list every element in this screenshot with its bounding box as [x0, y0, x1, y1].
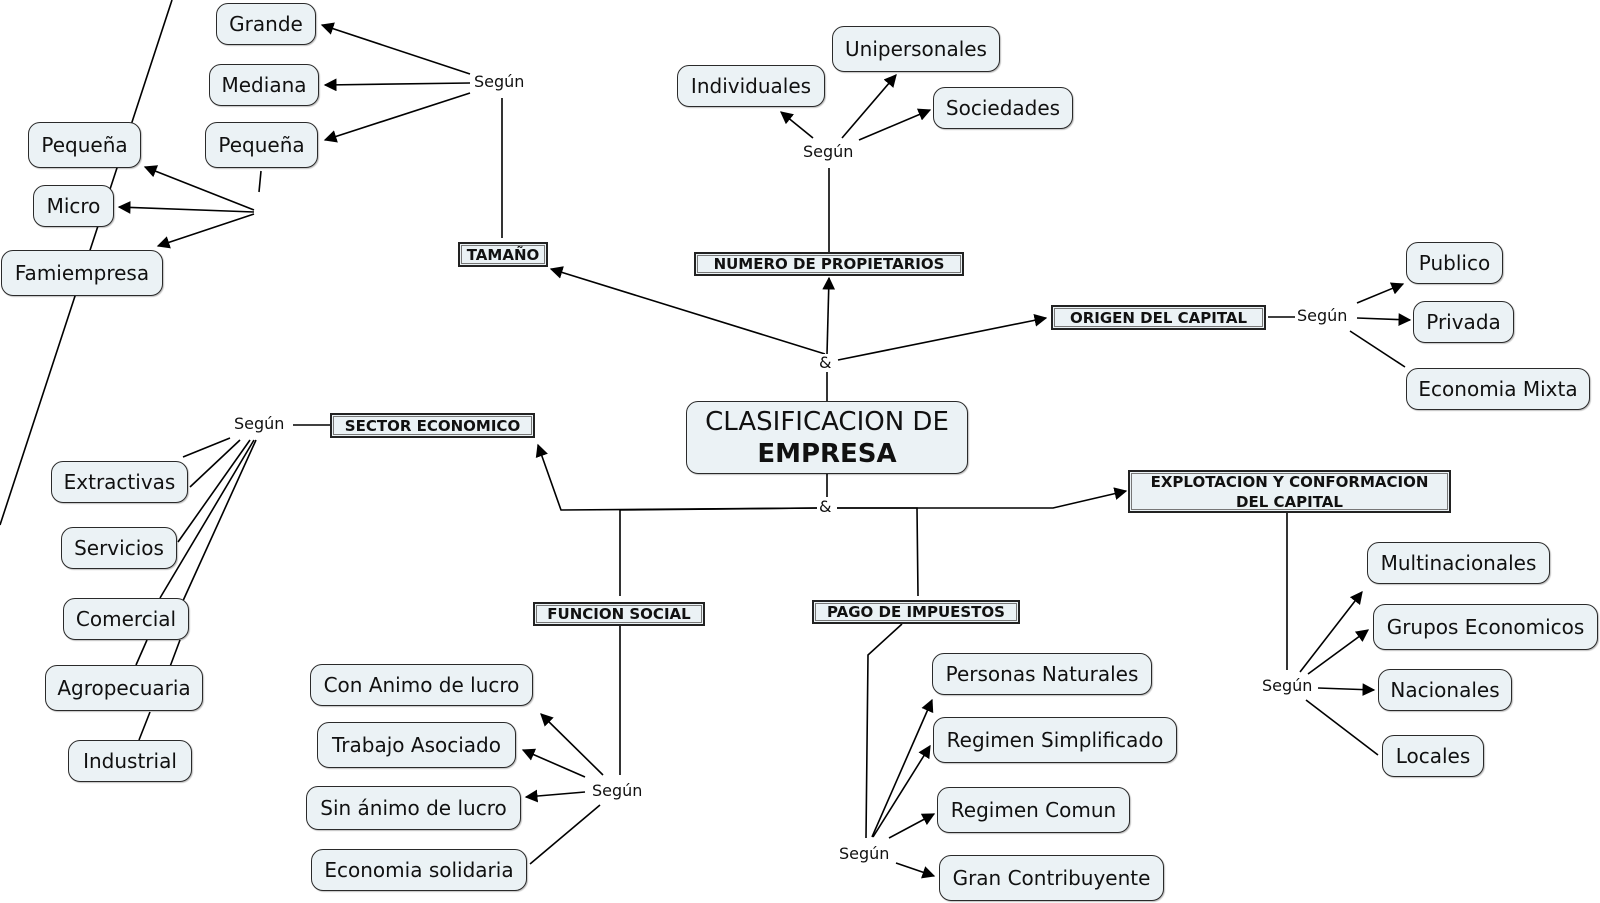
node-grupos-economicos[interactable]: Grupos Economicos: [1373, 604, 1598, 650]
category-origen[interactable]: ORIGEN DEL CAPITAL: [1051, 305, 1266, 330]
link-extractivas: [182, 437, 231, 458]
node-industrial[interactable]: Industrial: [68, 740, 192, 782]
link-sociedades: [858, 108, 932, 141]
category-tamano[interactable]: TAMAÑO: [458, 242, 548, 267]
link-and-impuestos: [837, 507, 919, 597]
node-pequena[interactable]: Pequeña: [205, 122, 318, 168]
link-con-animo: [540, 713, 604, 776]
link-personas: [871, 698, 934, 838]
link-unipersonales: [841, 74, 897, 139]
link-servicios-a: [189, 439, 241, 488]
node-regimen-simplificado[interactable]: Regimen Simplificado: [933, 717, 1177, 763]
link-locales: [1305, 699, 1379, 756]
link-individuales: [780, 111, 814, 139]
link-trabajo: [521, 748, 586, 778]
link-gran: [895, 862, 936, 879]
link-impuestos-segun: [865, 623, 903, 839]
link-micro: [117, 201, 255, 214]
link-pequena2: [143, 165, 255, 211]
link-mixta: [1349, 330, 1406, 368]
segun-tamano: Según: [472, 72, 527, 92]
category-propietarios[interactable]: NUMERO DE PROPIETARIOS: [694, 252, 964, 276]
link-grande: [320, 22, 471, 75]
node-servicios[interactable]: Servicios: [61, 527, 177, 569]
link-privada: [1356, 313, 1412, 326]
node-locales[interactable]: Locales: [1382, 735, 1484, 777]
link-industrial-b: [138, 711, 151, 741]
and-connector-top: &: [817, 353, 834, 372]
category-explotacion-line1: EXPLOTACION Y CONFORMACION: [1150, 472, 1429, 491]
segun-origen: Según: [1295, 306, 1350, 326]
category-sector[interactable]: SECTOR ECONOMICO: [330, 413, 535, 438]
link-solidaria: [529, 804, 601, 865]
link-famiempresa: [156, 213, 255, 249]
link-sin-animo: [524, 789, 586, 803]
node-agropecuaria[interactable]: Agropecuaria: [45, 665, 203, 711]
node-regimen-comun[interactable]: Regimen Comun: [937, 787, 1130, 833]
node-comercial[interactable]: Comercial: [63, 598, 189, 640]
segun-explotacion: Según: [1260, 676, 1315, 696]
node-micro[interactable]: Micro: [33, 185, 114, 227]
segun-funcion: Según: [590, 781, 645, 801]
link-pequena-sub: [258, 170, 262, 193]
link-and-explotacion: [837, 487, 1128, 509]
node-gran-contribuyente[interactable]: Gran Contribuyente: [939, 855, 1164, 901]
segun-propietarios: Según: [801, 142, 856, 162]
node-individuales[interactable]: Individuales: [677, 65, 825, 107]
link-comercial-a: [177, 439, 251, 543]
node-unipersonales[interactable]: Unipersonales: [832, 26, 1000, 72]
link-agro-a: [181, 439, 257, 604]
category-funcion[interactable]: FUNCION SOCIAL: [533, 602, 705, 626]
node-sociedades[interactable]: Sociedades: [933, 87, 1073, 129]
category-explotacion-line2: DEL CAPITAL: [1236, 492, 1343, 511]
segun-sector: Según: [232, 414, 287, 434]
node-pequena-sub[interactable]: Pequeña: [28, 122, 141, 168]
category-impuestos[interactable]: PAGO DE IMPUESTOS: [812, 600, 1020, 624]
link-agro-b: [135, 639, 148, 666]
link-mediana: [323, 78, 471, 92]
node-trabajo-asociado[interactable]: Trabajo Asociado: [317, 722, 516, 768]
category-explotacion[interactable]: EXPLOTACION Y CONFORMACION DEL CAPITAL: [1128, 470, 1451, 513]
node-publico[interactable]: Publico: [1406, 242, 1503, 284]
node-economia-solidaria[interactable]: Economia solidaria: [311, 849, 527, 891]
segun-impuestos: Según: [837, 844, 892, 864]
node-famiempresa[interactable]: Famiempresa: [1, 250, 163, 296]
link-and-funcion: [619, 507, 818, 596]
node-sin-animo-lucro[interactable]: Sin ánimo de lucro: [306, 786, 521, 830]
node-economia-mixta[interactable]: Economia Mixta: [1406, 368, 1590, 410]
link-multinacionales: [1299, 590, 1363, 673]
root-title-line1: CLASIFICACION DE: [705, 407, 949, 437]
root-title-line2: EMPRESA: [757, 439, 897, 469]
link-pequena: [323, 92, 471, 143]
node-personas-naturales[interactable]: Personas Naturales: [932, 653, 1152, 695]
node-extractivas[interactable]: Extractivas: [51, 461, 188, 503]
root-concept[interactable]: CLASIFICACION DE EMPRESA: [686, 401, 968, 474]
link-simplificado: [872, 744, 931, 838]
node-con-animo-lucro[interactable]: Con Animo de lucro: [310, 664, 533, 706]
link-and-tamano: [549, 266, 826, 355]
and-connector-bottom: &: [817, 497, 834, 516]
link-and-origen: [837, 314, 1048, 361]
node-multinacionales[interactable]: Multinacionales: [1367, 542, 1550, 584]
node-mediana[interactable]: Mediana: [209, 64, 319, 106]
link-and-propietarios: [822, 276, 836, 355]
node-privada[interactable]: Privada: [1413, 301, 1514, 343]
link-comun: [888, 813, 936, 839]
node-grande[interactable]: Grande: [216, 3, 316, 45]
link-publico: [1356, 282, 1405, 304]
node-nacionales[interactable]: Nacionales: [1378, 669, 1512, 711]
link-comercial-b: [159, 439, 255, 599]
link-grupos: [1307, 629, 1370, 675]
link-nacionales: [1317, 683, 1376, 696]
